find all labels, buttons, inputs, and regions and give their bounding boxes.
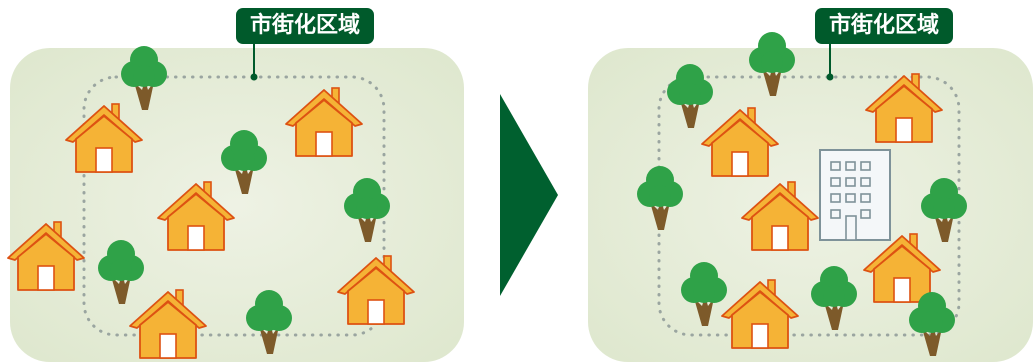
urbanization-area-label: 市街化区域: [236, 8, 375, 44]
before-illustration: [7, 44, 464, 362]
before-panel: 市街化区域: [0, 0, 480, 363]
after-panel: 市街化区域: [580, 0, 1033, 363]
building-icon: [819, 149, 891, 241]
arrow-icon: [500, 94, 558, 296]
after-illustration: [588, 32, 1033, 362]
urbanization-area-label: 市街化区域: [815, 8, 954, 44]
